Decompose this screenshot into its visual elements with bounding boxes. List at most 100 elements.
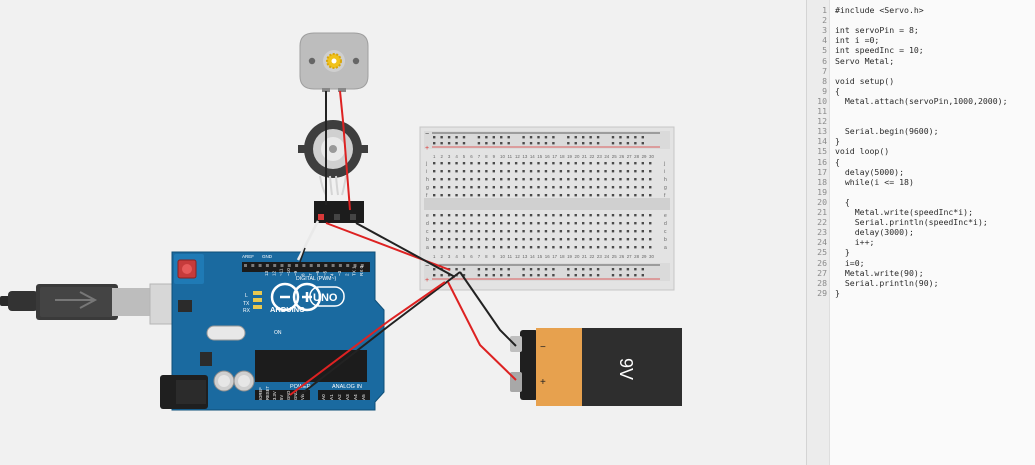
line-number: 20 [817,196,827,207]
code-line[interactable]: Metal.write(90); [835,267,924,278]
code-line[interactable]: } [835,136,840,147]
code-line[interactable]: Serial.println(90); [835,277,939,288]
code-line[interactable]: void loop() [835,146,890,157]
breadboard-column-label: 21 [582,154,587,159]
code-line[interactable]: { [835,156,840,167]
digital-pin-label: ~3 [337,270,342,276]
line-number: 3 [822,25,827,36]
analog-pin-label: A2 [337,394,342,400]
wire-servo-black[interactable] [355,222,456,278]
wire-arduino-pin[interactable] [299,247,306,263]
breadboard-column-label: 5 [463,254,466,259]
wire-servo-signal[interactable] [296,220,320,261]
breadboard-column-label: 9 [493,154,496,159]
wire-battery-black[interactable] [459,271,517,347]
line-number: 19 [817,186,827,197]
code-line[interactable]: int speedInc = 10; [835,45,924,56]
circuit-canvas[interactable]: ARDUINO UNO DIGITAL (PWM~) POWER ANALOG … [0,0,806,465]
code-line[interactable]: Servo Metal; [835,55,895,66]
breadboard-row-label: j [663,161,665,167]
battery-9v[interactable] [510,328,682,406]
code-line[interactable]: Serial.println(speedInc*i); [835,217,988,228]
breadboard-row-label: i [664,169,665,175]
code-line[interactable]: } [835,287,840,298]
breadboard-column-label: 27 [627,154,632,159]
line-number: 11 [817,106,827,116]
breadboard-column-label: 4 [455,154,458,159]
code-line[interactable]: Metal.attach(servoPin,1000,2000); [835,95,1008,106]
code-line[interactable]: int i =0; [835,35,880,46]
breadboard-column-label: 16 [545,254,550,259]
breadboard-row-label: g [664,185,667,191]
wire-motor-red[interactable] [339,90,351,211]
breadboard-column-label: 17 [552,254,557,259]
breadboard-row-label: h [664,177,667,183]
code-line[interactable]: while(i <= 18) [835,176,914,187]
line-number: 7 [822,65,827,76]
code-line[interactable]: { [835,196,850,207]
breadboard-column-label: 29 [642,254,647,259]
code-line[interactable]: Serial.begin(9600); [835,126,939,137]
code-line[interactable]: delay(3000); [835,227,914,238]
breadboard-row-label: a [426,245,429,251]
rx-led-label: RX [243,308,251,314]
dc-motor[interactable] [299,32,369,92]
code-line[interactable]: delay(5000); [835,166,905,177]
breadboard-column-label: 23 [597,254,602,259]
line-number: 12 [817,116,827,127]
breadboard-row-label: b [426,237,429,243]
servo-motor[interactable] [298,120,368,223]
line-number: 5 [822,45,827,56]
rail-bottom-plus: + [425,277,429,284]
breadboard-column-label: 19 [567,254,572,259]
breadboard-column-label: 8 [485,254,488,259]
rail-top-minus: − [425,131,429,138]
breadboard-column-label: 24 [604,154,609,159]
breadboard-column-label: 1 [433,254,436,259]
analog-header-label: ANALOG IN [332,384,362,390]
line-number: 15 [817,146,827,157]
breadboard-row-label: e [426,213,429,219]
wire-battery-red[interactable] [447,281,517,381]
wire-gnd-black[interactable] [299,271,461,396]
code-line[interactable]: int servoPin = 8; [835,25,919,36]
line-number: 25 [817,247,827,258]
code-line[interactable]: Metal.write(speedInc*i); [835,207,974,217]
breadboard-row-label: c [426,229,429,235]
line-number: 28 [817,277,827,288]
code-line[interactable]: #include <Servo.h> [835,5,924,15]
breadboard-column-label: 15 [537,154,542,159]
wire-5v-red[interactable] [289,281,446,396]
breadboard[interactable] [419,126,675,291]
line-number: 9 [822,85,827,96]
line-number: 27 [817,267,827,278]
line-number: 18 [817,176,827,187]
code-line[interactable]: void setup() [835,75,895,86]
breadboard-column-label: 6 [470,154,473,159]
digital-pin-label: ~6 [315,270,320,276]
digital-pin-label: ~9 [293,270,298,276]
l-led-label: L [245,293,248,299]
digital-pin-label: 4 [330,273,335,276]
breadboard-column-label: 5 [463,154,466,159]
breadboard-row-label: d [426,221,429,227]
analog-pin-label: A3 [345,394,350,400]
code-line[interactable]: i=0; [835,257,865,268]
wires[interactable] [289,90,517,396]
line-number: 8 [822,75,827,86]
breadboard-column-label: 1 [433,154,436,159]
tx-led-label: TX [243,301,250,307]
line-number: 23 [817,227,827,238]
breadboard-column-label: 18 [560,254,565,259]
breadboard-row-label: b [664,237,667,243]
code-line[interactable]: { [835,85,840,96]
breadboard-row-label: h [426,177,429,183]
code-line[interactable]: i++; [835,237,875,248]
line-number: 26 [817,257,827,268]
code-line[interactable]: } [835,247,850,258]
line-number: 2 [822,15,827,26]
breadboard-column-label: 28 [634,254,639,259]
breadboard-row-label: j [425,161,427,167]
breadboard-column-label: 22 [589,254,594,259]
